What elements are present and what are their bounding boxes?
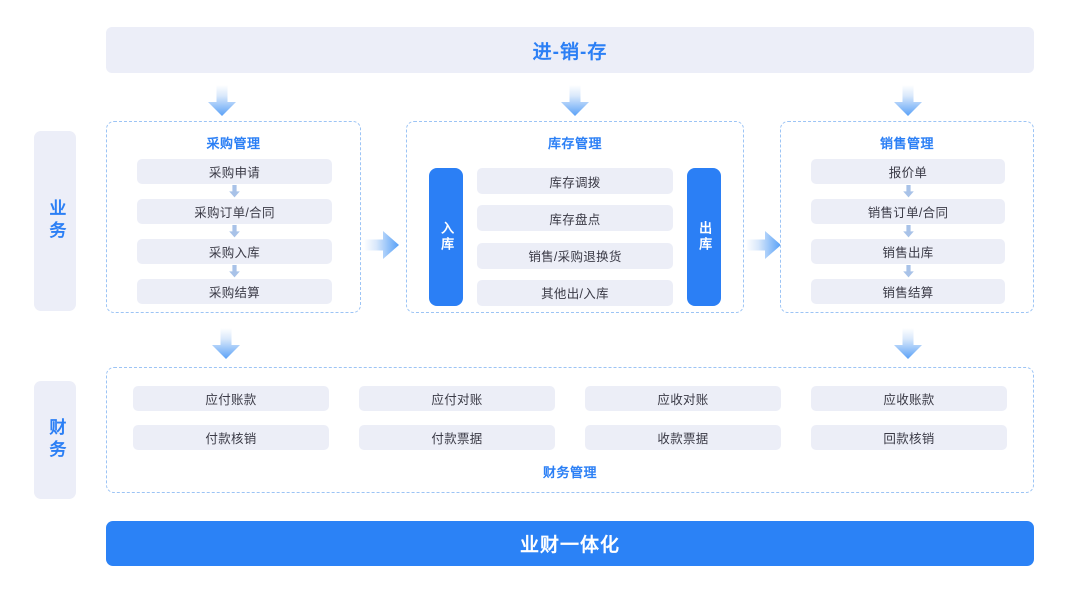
rail-finance-label: 财务 xyxy=(46,418,66,462)
finance-item[interactable]: 回款核销 xyxy=(811,425,1007,450)
top-banner: 进-销-存 xyxy=(106,27,1034,73)
bottom-banner-title: 业财一体化 xyxy=(519,535,620,556)
step-box[interactable]: 销售结算 xyxy=(811,279,1005,304)
arrow-right-icon xyxy=(363,228,401,262)
arrow-down-icon xyxy=(891,84,925,118)
step-box[interactable]: 库存调拨 xyxy=(477,168,673,194)
step-box[interactable]: 销售订单/合同 xyxy=(811,199,1005,224)
panel-finance: 应付账款 应付对账 应收对账 应收账款 付款核销 付款票据 收款票据 回款核销 … xyxy=(106,367,1034,493)
rail-business-label: 业务 xyxy=(46,199,66,243)
finance-item-grid: 应付账款 应付对账 应收对账 应收账款 付款核销 付款票据 收款票据 回款核销 xyxy=(133,386,1007,450)
panel-purchase-title: 采购管理 xyxy=(206,136,261,151)
top-banner-title: 进-销-存 xyxy=(532,41,608,63)
rail-business: 业务 xyxy=(34,131,76,311)
arrow-down-icon xyxy=(209,327,243,361)
panel-purchase: 采购管理 采购申请 采购订单/合同 采购入库 采购结算 xyxy=(106,121,361,313)
mini-arrow-down-icon xyxy=(137,184,332,199)
step-box[interactable]: 采购结算 xyxy=(137,279,332,304)
panel-inventory-title: 库存管理 xyxy=(547,136,602,151)
step-box[interactable]: 销售/采购退换货 xyxy=(477,242,673,269)
panel-finance-title: 财务管理 xyxy=(542,465,597,480)
finance-item[interactable]: 应付对账 xyxy=(359,386,555,411)
step-box[interactable]: 库存盘点 xyxy=(477,205,673,232)
inbound-bar[interactable]: 入库 xyxy=(429,168,463,306)
outbound-label: 出库 xyxy=(697,221,713,253)
purchase-step-list: 采购申请 采购订单/合同 采购入库 采购结算 xyxy=(137,159,332,304)
arrow-down-icon xyxy=(891,327,925,361)
finance-item[interactable]: 应收对账 xyxy=(585,386,781,411)
arrow-right-icon xyxy=(745,228,783,262)
step-box[interactable]: 采购订单/合同 xyxy=(137,199,332,224)
finance-item[interactable]: 付款核销 xyxy=(133,425,329,450)
step-box[interactable]: 采购入库 xyxy=(137,239,332,264)
bottom-banner: 业财一体化 xyxy=(106,521,1034,566)
step-box[interactable]: 报价单 xyxy=(811,159,1005,184)
sales-step-list: 报价单 销售订单/合同 销售出库 销售结算 xyxy=(811,159,1005,304)
rail-finance: 财务 xyxy=(34,381,76,499)
finance-item[interactable]: 应付账款 xyxy=(133,386,329,411)
mini-arrow-down-icon xyxy=(811,184,1005,199)
inbound-label: 入库 xyxy=(439,221,455,253)
outbound-bar[interactable]: 出库 xyxy=(687,168,721,306)
step-box[interactable]: 其他出/入库 xyxy=(477,279,673,306)
inventory-step-list: 库存调拨 库存盘点 销售/采购退换货 其他出/入库 xyxy=(477,168,673,306)
mini-arrow-down-icon xyxy=(137,264,332,279)
arrow-down-icon xyxy=(558,84,592,118)
arrow-down-icon xyxy=(205,84,239,118)
mini-arrow-down-icon xyxy=(811,224,1005,239)
finance-item[interactable]: 收款票据 xyxy=(585,425,781,450)
mini-arrow-down-icon xyxy=(137,224,332,239)
mini-arrow-down-icon xyxy=(811,264,1005,279)
step-box[interactable]: 销售出库 xyxy=(811,239,1005,264)
panel-sales-title: 销售管理 xyxy=(879,136,934,151)
panel-sales: 销售管理 报价单 销售订单/合同 销售出库 销售结算 xyxy=(780,121,1034,313)
finance-item[interactable]: 应收账款 xyxy=(811,386,1007,411)
step-box[interactable]: 采购申请 xyxy=(137,159,332,184)
panel-inventory: 库存管理 入库 出库 库存调拨 库存盘点 销售/采购退换货 其他出/入库 xyxy=(406,121,744,313)
finance-item[interactable]: 付款票据 xyxy=(359,425,555,450)
